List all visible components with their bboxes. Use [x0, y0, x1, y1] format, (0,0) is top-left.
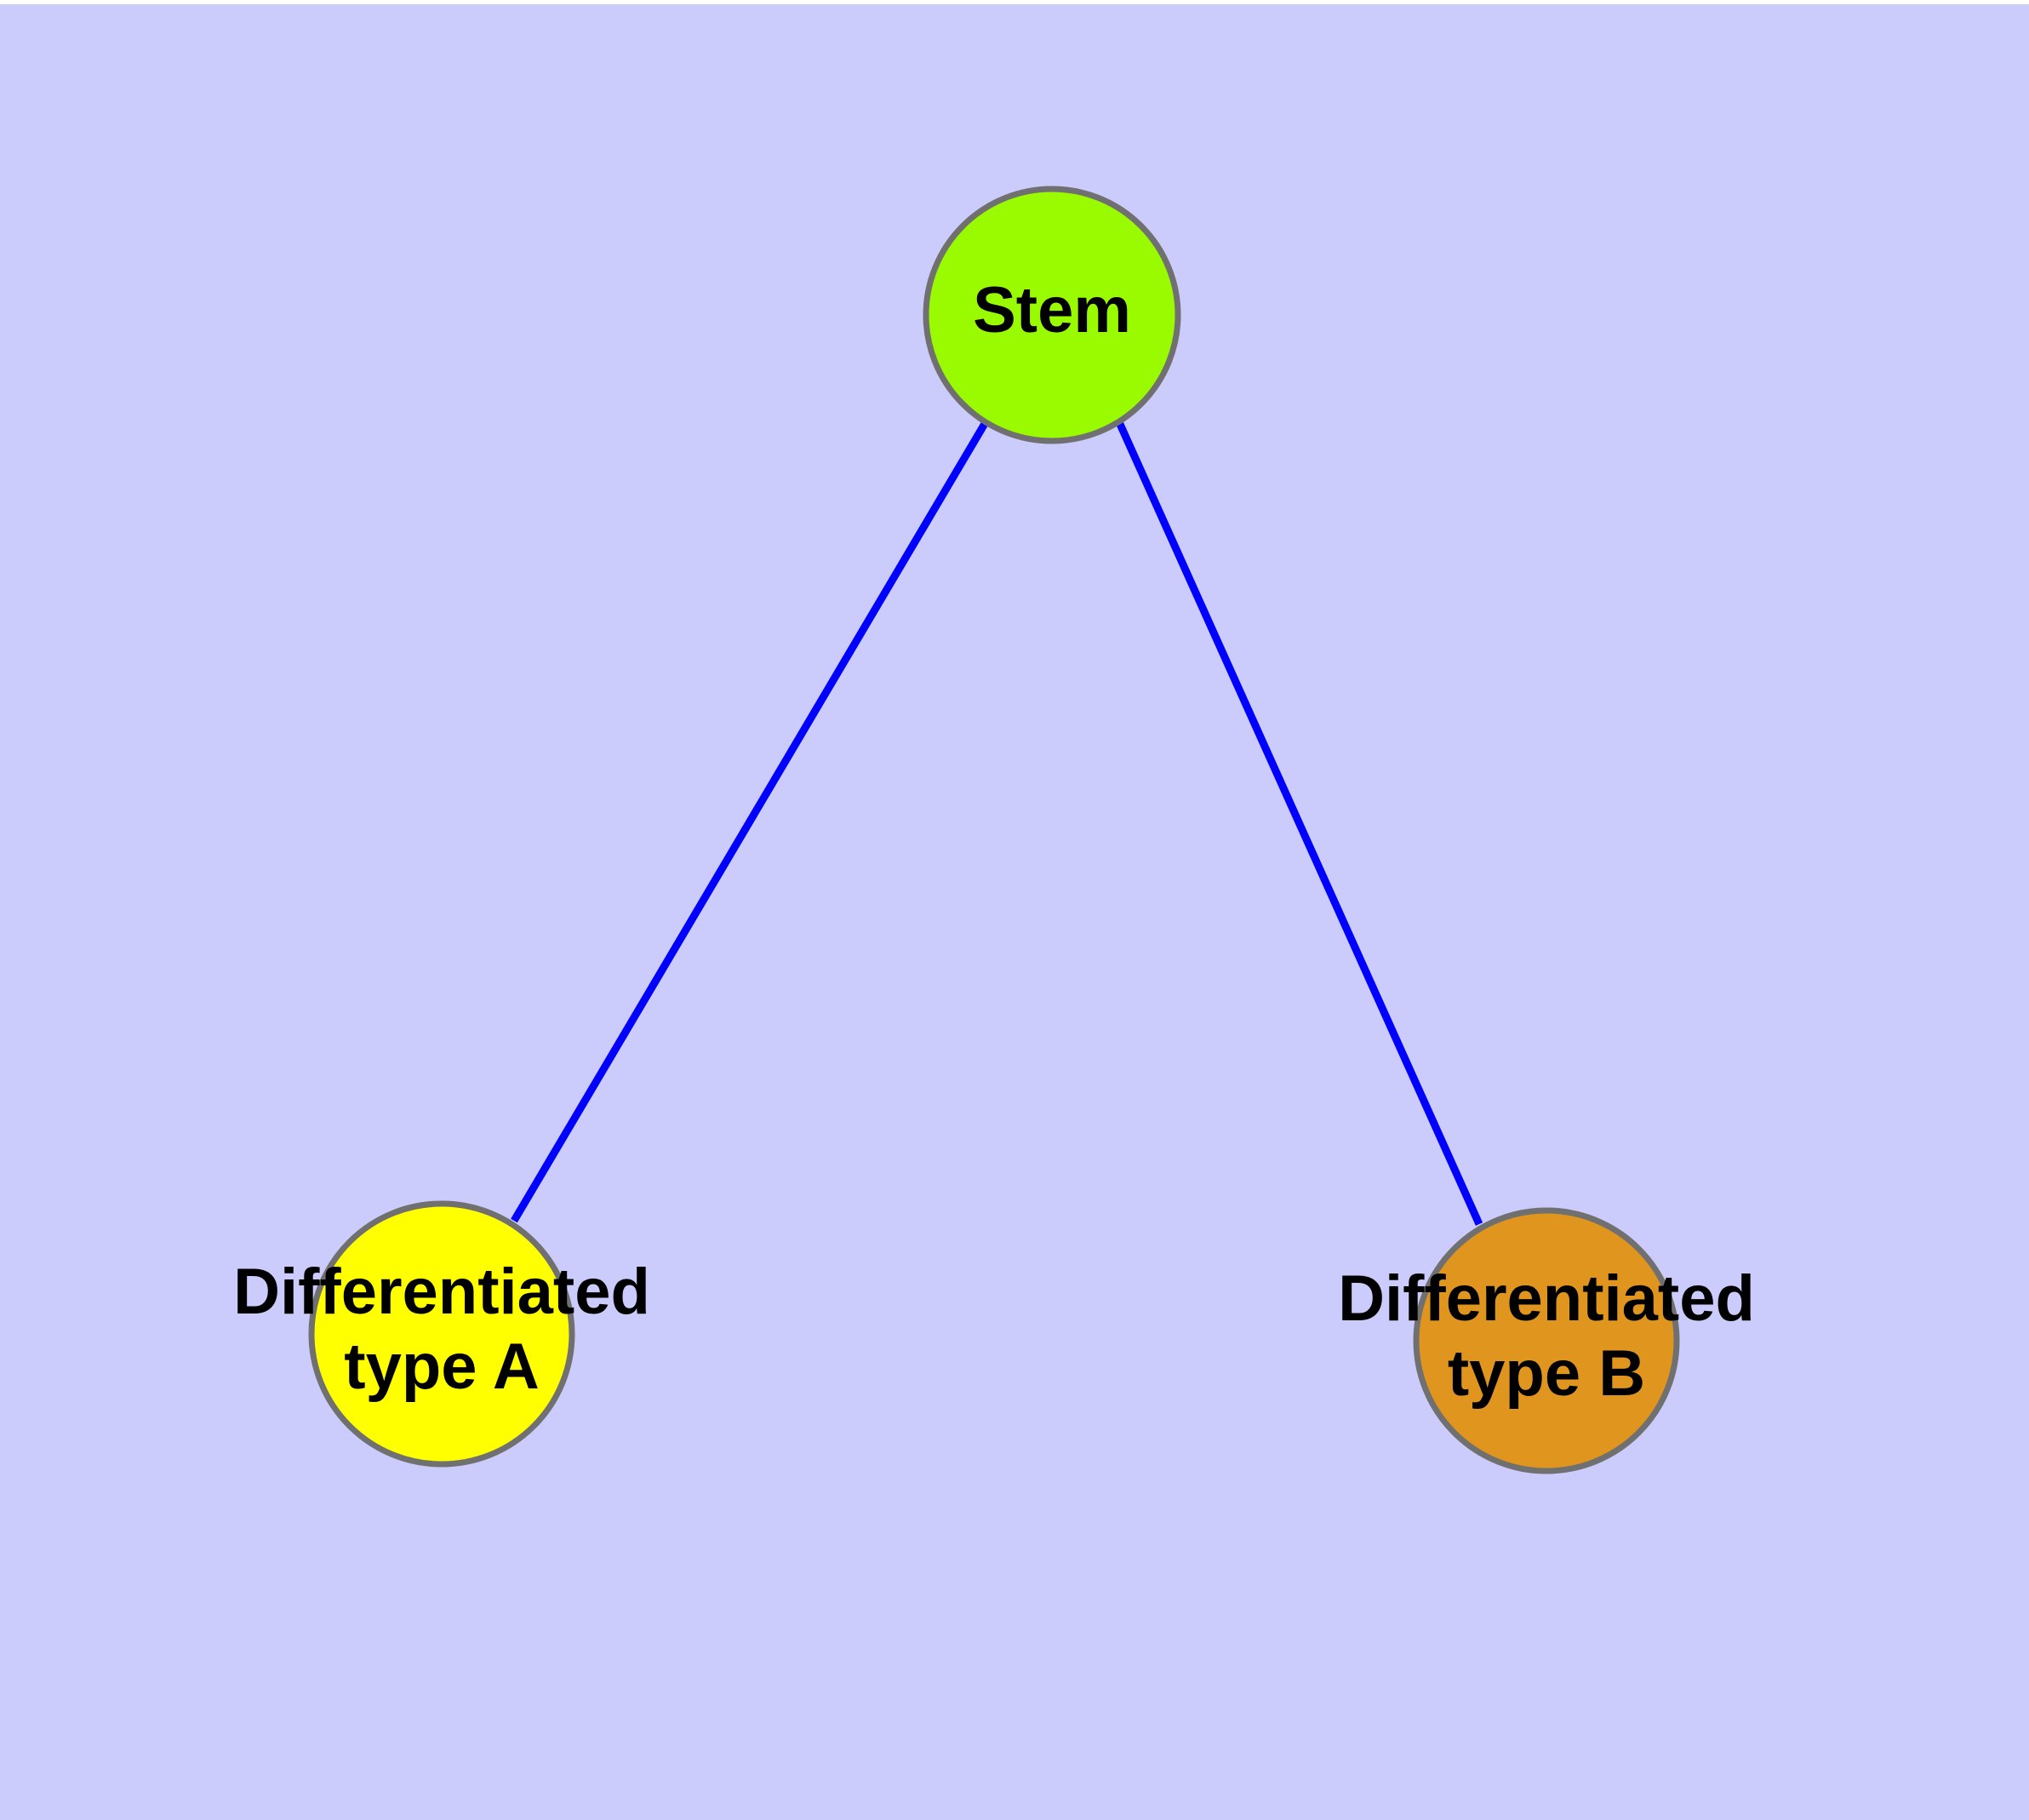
- node-differentiated-type-b-circle[interactable]: [1413, 1207, 1680, 1474]
- edge-layer: [511, 420, 1483, 1226]
- node-stem-circle[interactable]: [923, 186, 1181, 444]
- node-label-line: Stem: [973, 274, 1131, 346]
- node-differentiated-type-a-circle[interactable]: [308, 1200, 575, 1468]
- edge-stem-to-differentiated-type-a[interactable]: [511, 420, 989, 1223]
- node-label-line: Differentiated: [1338, 1262, 1755, 1335]
- node-label-line: type A: [344, 1331, 539, 1403]
- node-label-line: Differentiated: [233, 1256, 650, 1328]
- node-stem[interactable]: Stem: [923, 186, 1181, 444]
- node-stem-label: Stem: [973, 274, 1131, 346]
- edge-stem-to-differentiated-type-b[interactable]: [1115, 421, 1483, 1226]
- node-label-line: type B: [1448, 1337, 1645, 1410]
